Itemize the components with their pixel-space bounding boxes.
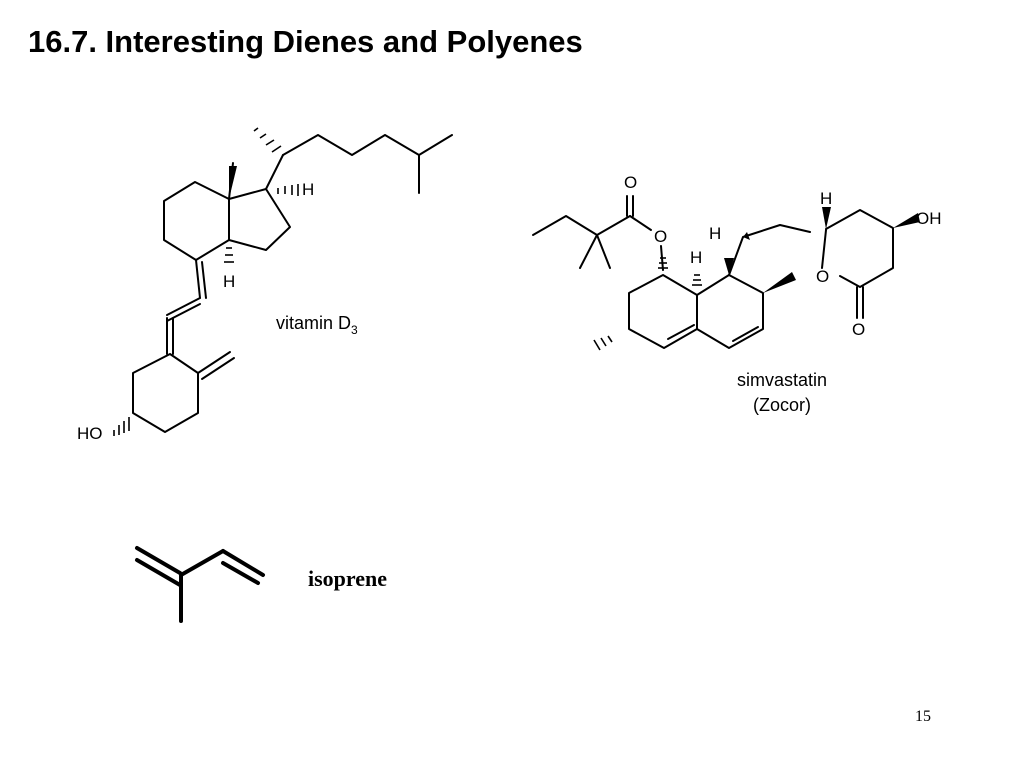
simvastatin-brand: (Zocor) <box>753 395 811 415</box>
simvastatin-oh-label: OH <box>916 209 942 228</box>
vitamin-d3-h-top-label: H <box>302 180 315 199</box>
simvastatin-name: simvastatin <box>736 370 828 390</box>
slide-title: 16.7. Interesting Dienes and Polyenes <box>28 24 583 59</box>
isoprene-name: isoprene <box>308 566 388 591</box>
simvastatin-h-right-label: H <box>709 224 722 243</box>
page-number: 15 <box>915 708 931 725</box>
simvastatin-o-lactone-label: O <box>852 320 866 339</box>
vitamin-d3-h-bottom-label: H <box>223 272 236 291</box>
simvastatin-o-ester-label: O <box>654 227 668 246</box>
vitamin-d3-name: vitamin D3 <box>276 313 358 337</box>
simvastatin-h-top-label: H <box>820 189 833 208</box>
simvastatin-o-carbonyl-label: O <box>624 173 638 192</box>
simvastatin-h-left-label: H <box>690 248 703 267</box>
simvastatin-o-ring-label: O <box>816 267 830 286</box>
vitamin-d3-subscript: 3 <box>351 323 358 337</box>
vitamin-d3-ho-label: HO <box>77 424 103 443</box>
